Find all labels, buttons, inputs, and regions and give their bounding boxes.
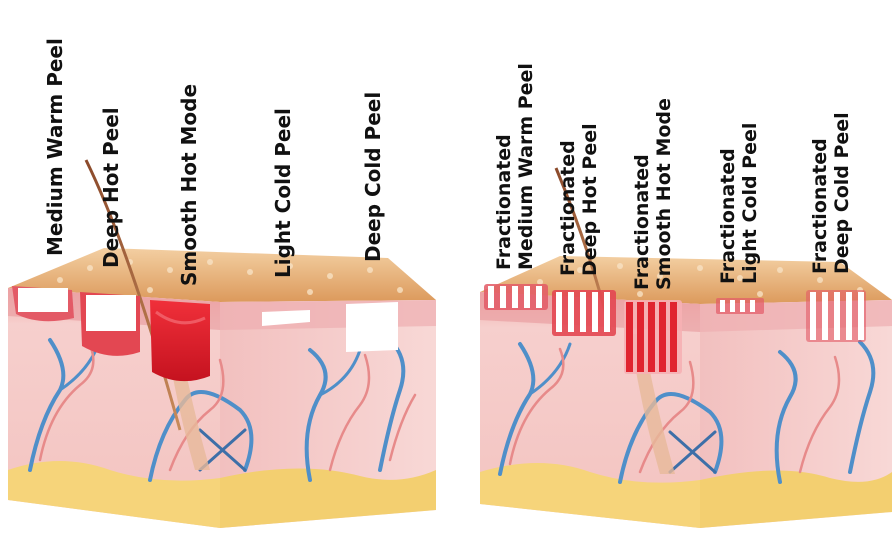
label-smooth-hot-mode-2: Smooth Hot Mode (653, 98, 675, 290)
svg-text:Deep Cold Peel: Deep Cold Peel (361, 92, 385, 262)
svg-text:Fractionated Smooth Hot: Fractionated Smooth Hot Mode (631, 98, 675, 290)
label-light-cold-peel-2: Light Cold Peel (739, 123, 761, 284)
fractionated-medium-warm-zone (484, 284, 548, 310)
svg-text:Smooth Hot Mode: Smooth Hot Mode (177, 84, 201, 286)
svg-text:Deep Hot Peel: Deep Hot Peel (99, 107, 123, 268)
label-light-cold-peel: Light Cold Peel (271, 108, 295, 278)
deep-cold-peel-zone (346, 302, 398, 352)
label-fractionated-4: Fractionated (717, 148, 739, 284)
fractionated-light-cold-zone (716, 298, 764, 314)
fractionated-deep-hot-zone (552, 290, 616, 336)
smooth-hot-mode-zone (150, 300, 210, 381)
label-fractionated-3: Fractionated (631, 154, 653, 290)
svg-text:Medium Warm Peel: Medium Warm Peel (43, 38, 67, 256)
label-medium-warm-peel: Medium Warm Peel (43, 38, 67, 256)
svg-text:Fractionated Deep Cold P: Fractionated Deep Cold Peel (809, 112, 853, 274)
label-deep-hot-peel-2: Deep Hot Peel (579, 123, 601, 276)
label-deep-cold-peel: Deep Cold Peel (361, 92, 385, 262)
svg-text:Fractionated Light Cold: Fractionated Light Cold Peel (717, 123, 761, 284)
label-deep-hot-peel: Deep Hot Peel (99, 107, 123, 268)
fractionated-deep-cold-zone (806, 290, 866, 342)
label-smooth-hot-mode: Smooth Hot Mode (177, 84, 201, 286)
svg-text:Fractionated Medium Warm: Fractionated Medium Warm Peel (493, 63, 537, 270)
label-fractionated-2: Fractionated (557, 140, 579, 276)
svg-text:Fractionated Deep Hot Pe: Fractionated Deep Hot Peel (557, 123, 601, 276)
left-labels: Medium Warm Peel Deep Hot Peel Smooth Ho… (43, 38, 385, 286)
fractionated-smooth-hot-zone (624, 300, 682, 374)
label-deep-cold-peel-2: Deep Cold Peel (831, 112, 853, 274)
right-labels: Fractionated Medium Warm Peel Fractionat… (493, 63, 853, 290)
label-fractionated-5: Fractionated (809, 138, 831, 274)
label-fractionated-1: Fractionated (493, 134, 515, 270)
svg-text:Light Cold Peel: Light Cold Peel (271, 108, 295, 278)
label-medium-warm-peel-2: Medium Warm Peel (515, 63, 537, 270)
